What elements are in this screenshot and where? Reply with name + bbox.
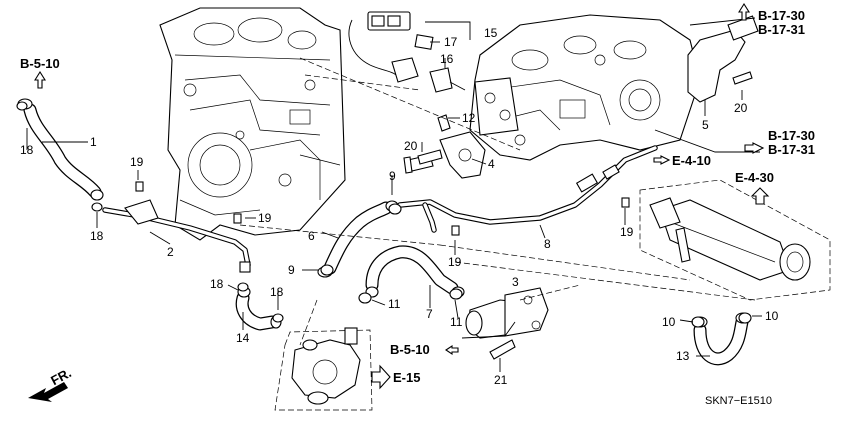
callout-19d: 19 bbox=[620, 225, 634, 239]
callout-16: 16 bbox=[440, 52, 454, 66]
pipe-2 bbox=[102, 199, 251, 273]
callout-1: 1 bbox=[90, 135, 97, 149]
callout-13: 13 bbox=[676, 349, 690, 363]
leader-lines bbox=[26, 17, 762, 372]
cylinder-head bbox=[469, 14, 759, 161]
callout-11a: 11 bbox=[388, 297, 401, 311]
callout-19c: 19 bbox=[448, 255, 462, 269]
callout-20a: 20 bbox=[404, 139, 418, 153]
callout-7: 7 bbox=[426, 307, 433, 321]
callout-3: 3 bbox=[512, 275, 519, 289]
hardware bbox=[16, 71, 753, 360]
callout-14: 14 bbox=[236, 331, 250, 345]
callout-numbers: 1 2 3 4 5 6 7 8 9 9 10 10 11 11 12 13 14… bbox=[20, 26, 779, 387]
ref-b-17-30-top: B-17-30 bbox=[758, 8, 805, 23]
ref-b-5-10-bottom: B-5-10 bbox=[390, 342, 430, 357]
callout-15: 15 bbox=[484, 26, 498, 40]
callout-2: 2 bbox=[167, 245, 174, 259]
callout-12: 12 bbox=[462, 111, 476, 125]
water-pump-housing bbox=[274, 327, 373, 411]
callout-10b: 10 bbox=[765, 309, 779, 323]
callout-18d: 18 bbox=[270, 285, 284, 299]
engine-block bbox=[159, 7, 346, 241]
sensor-harness bbox=[348, 11, 466, 93]
ref-b-5-10-top: B-5-10 bbox=[20, 56, 60, 71]
callout-17: 17 bbox=[444, 35, 458, 49]
callout-21: 21 bbox=[494, 373, 508, 387]
callout-19b: 19 bbox=[258, 211, 272, 225]
ref-e-15: E-15 bbox=[393, 370, 420, 385]
egr-cooler bbox=[639, 179, 831, 301]
ref-e-4-10: E-4-10 bbox=[672, 153, 711, 168]
callout-18a: 18 bbox=[20, 143, 34, 157]
callout-18c: 18 bbox=[210, 277, 224, 291]
front-label: FR. bbox=[48, 365, 74, 388]
callout-8: 8 bbox=[544, 237, 551, 251]
callout-19a: 19 bbox=[130, 155, 144, 169]
ref-b-17-31-mid: B-17-31 bbox=[768, 142, 815, 157]
callout-4: 4 bbox=[488, 157, 495, 171]
thermostat-housing-3 bbox=[465, 287, 549, 339]
callout-18b: 18 bbox=[90, 229, 104, 243]
callout-20b: 20 bbox=[734, 101, 748, 115]
callout-9b: 9 bbox=[288, 263, 295, 277]
callout-9a: 9 bbox=[389, 169, 396, 183]
diagram-code: SKN7−E1510 bbox=[705, 395, 772, 407]
callout-6: 6 bbox=[308, 229, 315, 243]
callout-10a: 10 bbox=[662, 315, 676, 329]
pipe-8 bbox=[397, 145, 658, 233]
reference-arrows bbox=[28, 2, 770, 402]
ref-e-4-30: E-4-30 bbox=[735, 170, 774, 185]
callout-11b: 11 bbox=[450, 315, 463, 329]
ref-b-17-30-mid: B-17-30 bbox=[768, 128, 815, 143]
ref-b-17-31-top: B-17-31 bbox=[758, 22, 805, 37]
callout-5: 5 bbox=[702, 118, 709, 132]
